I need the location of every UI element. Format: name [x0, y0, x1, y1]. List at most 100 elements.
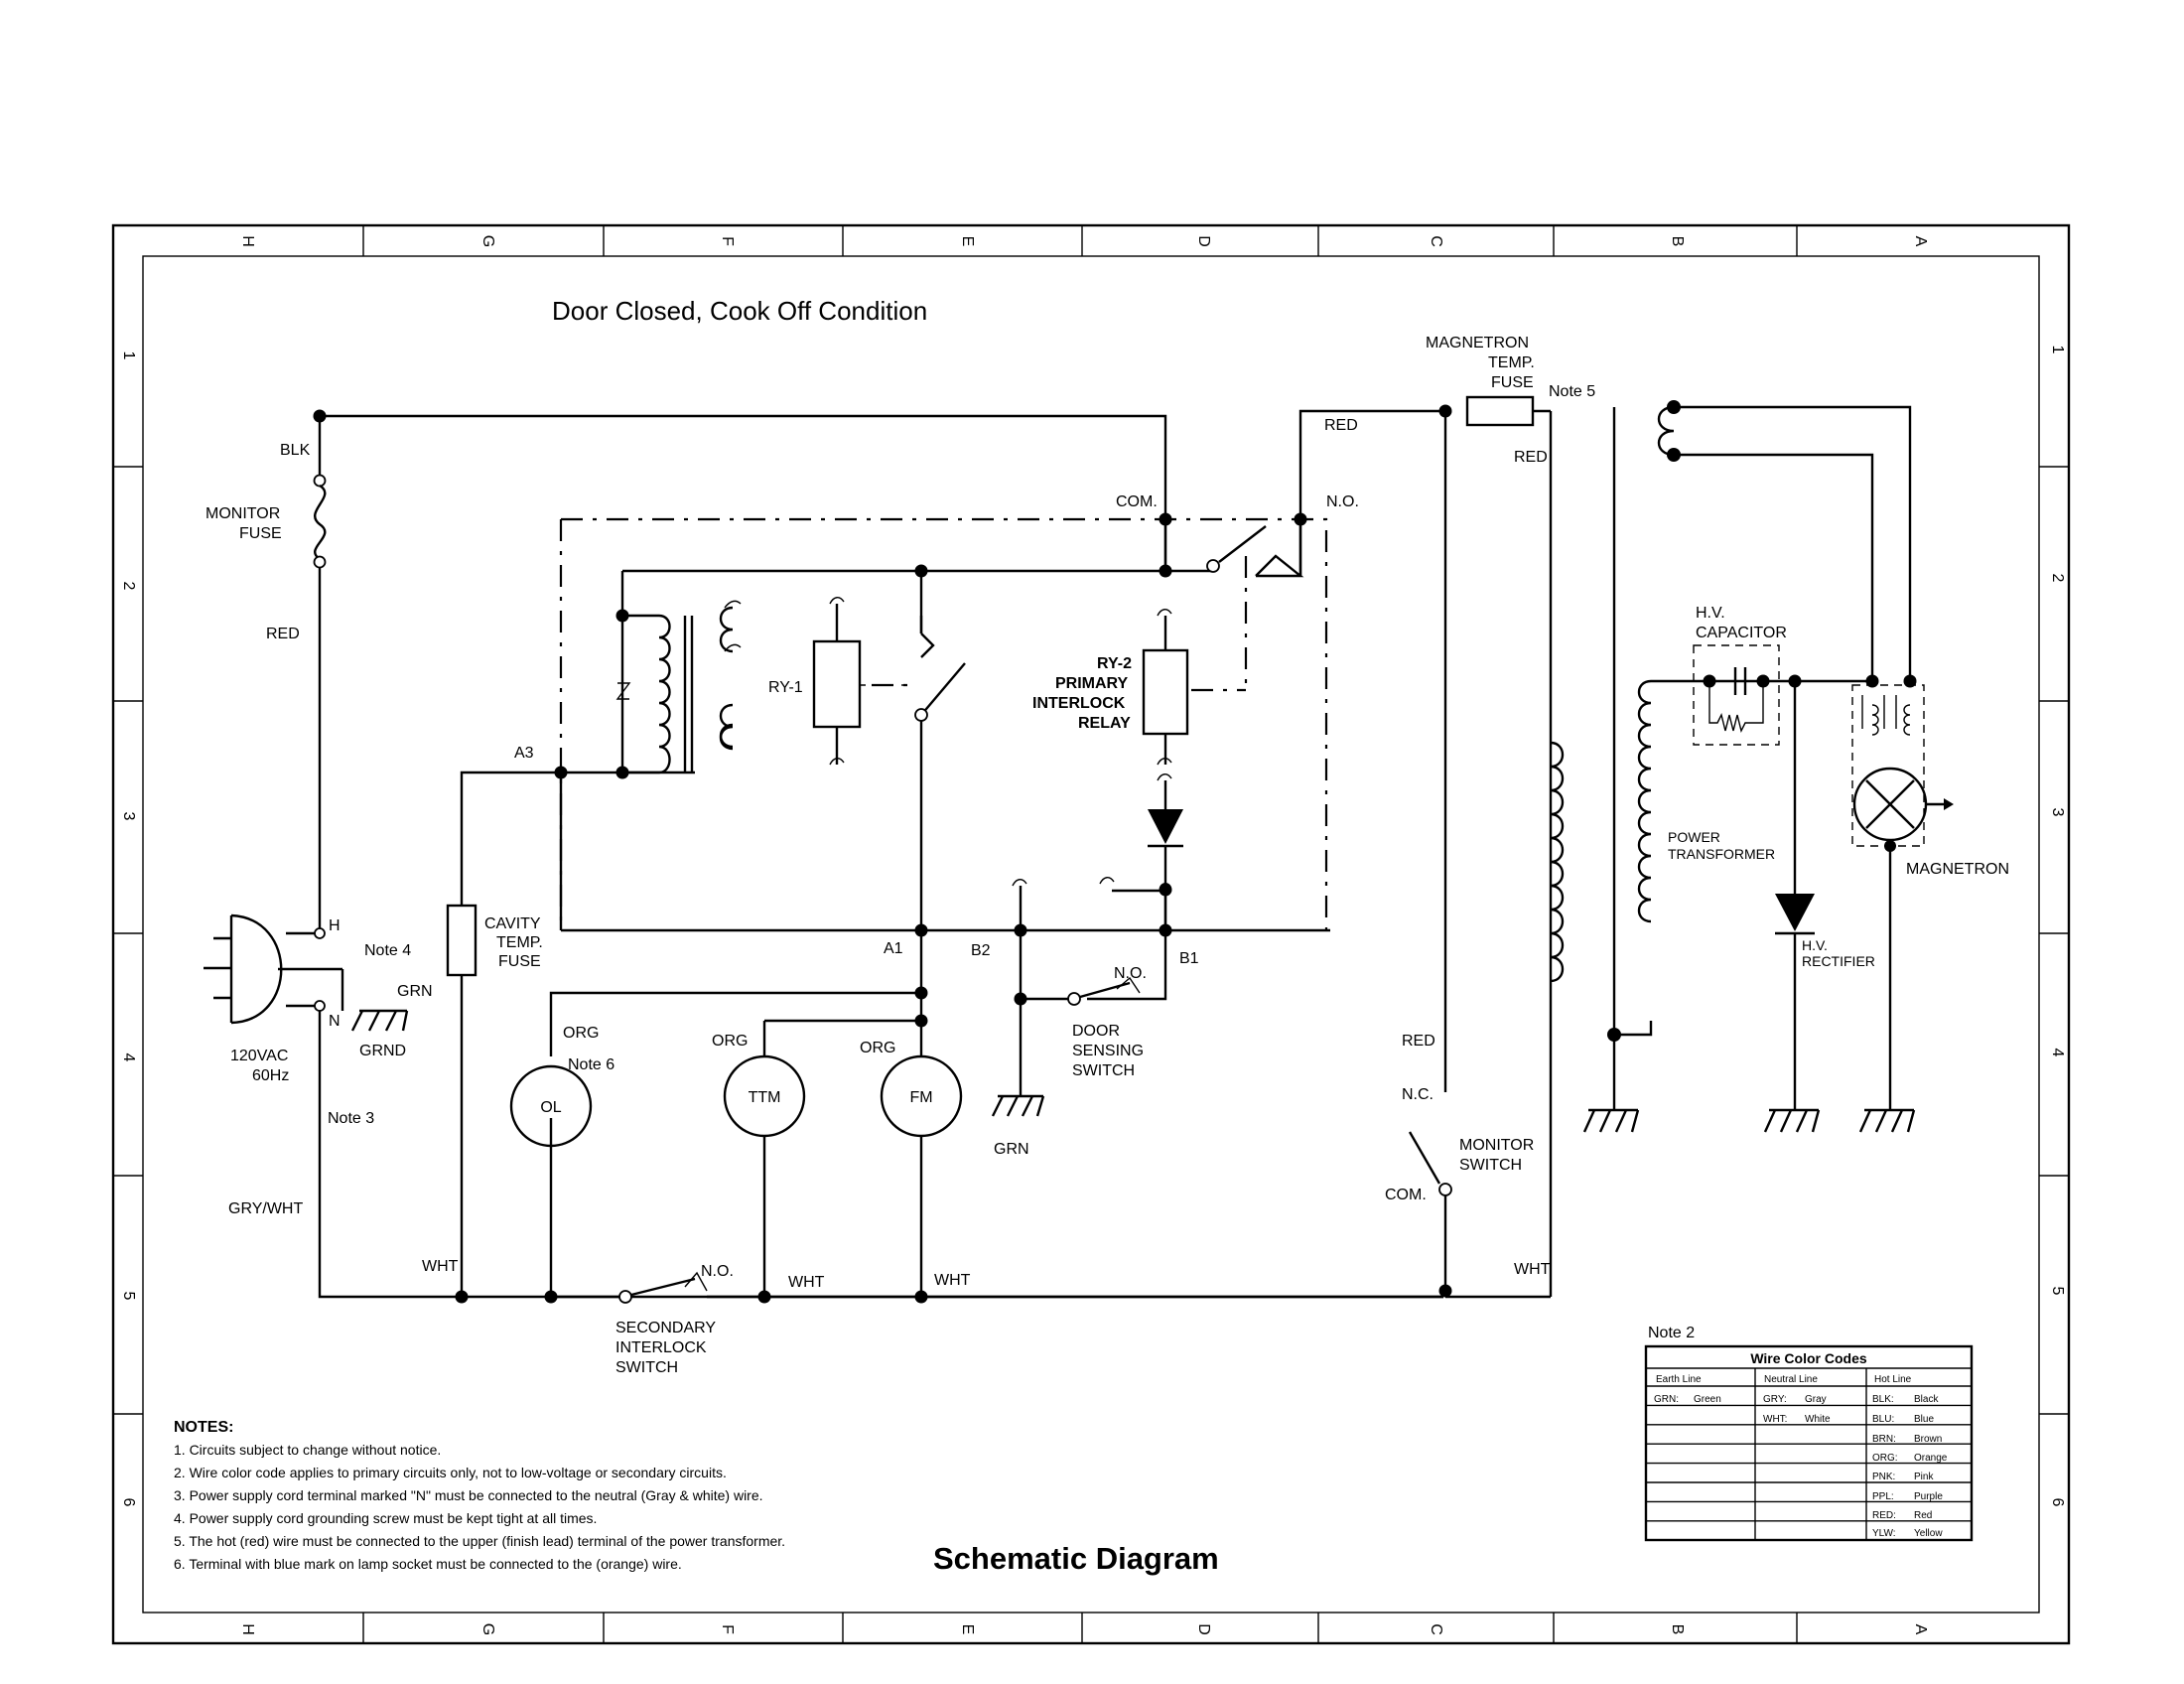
terminal-label: B2 [971, 942, 991, 959]
terminal-label: A3 [514, 745, 534, 762]
wire-label: WHT [1514, 1261, 1551, 1278]
component-label: DOOR [1072, 1023, 1120, 1040]
note-ref: Note 5 [1549, 383, 1595, 400]
relay-board-outline [559, 517, 1328, 930]
note-ref: Note 3 [328, 1110, 374, 1127]
diagram-title: Door Closed, Cook Off Condition [552, 296, 927, 326]
monitor-switch [1408, 1131, 1452, 1196]
turntable-motor-ttm [723, 1054, 806, 1138]
component-label: TEMP. [496, 934, 543, 951]
component-label: SENSING [1072, 1043, 1144, 1059]
wire-label: GRN [397, 983, 433, 1000]
table-cell: Black [1914, 1394, 1939, 1405]
ground-icon [1858, 1108, 1916, 1133]
component-label: H.V. [1802, 937, 1828, 953]
table-cell: RED: [1872, 1510, 1896, 1521]
table-cell: GRY: [1763, 1394, 1787, 1405]
ry2-contact-switch [1206, 525, 1304, 578]
row-label: 5 [2049, 1287, 2066, 1296]
note-item: 6. Terminal with blue mark on lamp socke… [174, 1556, 682, 1572]
table-cell: PNK: [1872, 1472, 1895, 1482]
table-cell: GRN: [1654, 1394, 1679, 1405]
component-label: CAPACITOR [1696, 625, 1787, 641]
col-label: F [719, 1624, 736, 1634]
supply-label: 60Hz [252, 1067, 289, 1084]
terminal-label: B1 [1179, 950, 1199, 967]
motor-label: OL [540, 1099, 561, 1116]
component-label: FUSE [498, 953, 541, 970]
component-label: MONITOR [205, 505, 280, 522]
row-label: 3 [2049, 808, 2066, 817]
supply-label: 120VAC [230, 1048, 288, 1064]
wire-label: RED [266, 626, 300, 642]
terminal-label: N.O. [701, 1263, 734, 1280]
wire-label: ORG [563, 1025, 599, 1042]
col-label: F [719, 236, 736, 246]
component-label: SECONDARY [615, 1320, 716, 1336]
table-cell: Blue [1914, 1414, 1934, 1425]
table-cell: Purple [1914, 1491, 1943, 1502]
wire-label: WHT [788, 1274, 825, 1291]
component-label: TRANSFORMER [1668, 846, 1775, 862]
table-cell: WHT: [1763, 1414, 1787, 1425]
row-label: 6 [120, 1498, 137, 1507]
component-label: MONITOR [1459, 1137, 1534, 1154]
col-label: H [239, 1623, 256, 1635]
row-labels-right: 1 2 3 4 5 6 [2049, 346, 2066, 1507]
note-item: 4. Power supply cord grounding screw mus… [174, 1510, 597, 1526]
component-label: SWITCH [615, 1359, 678, 1376]
wire-label: GRN [994, 1141, 1029, 1158]
row-label: 1 [2049, 346, 2066, 354]
power-transformer-primary [1550, 741, 1565, 983]
cavity-temp-fuse-symbol [446, 904, 478, 977]
motor-label: TTM [749, 1089, 781, 1106]
table-cell: Gray [1805, 1394, 1827, 1405]
fan-motor-fm [880, 1054, 963, 1138]
high-voltage-section [1607, 400, 1954, 1110]
wire-label: RED [1324, 417, 1358, 434]
table-header: Neutral Line [1764, 1374, 1818, 1385]
ground-icon [1763, 1108, 1821, 1133]
row-labels-left: 1 2 3 4 5 6 [120, 351, 137, 1507]
drawing-frame [111, 223, 2071, 1645]
secondary-interlock-switch [551, 1271, 1443, 1304]
table-cell: ORG: [1872, 1453, 1898, 1464]
monitor-fuse-symbol [313, 474, 327, 569]
table-cell: Orange [1914, 1453, 1948, 1464]
table-cell: BRN: [1872, 1434, 1896, 1445]
component-label: H.V. [1696, 605, 1725, 622]
col-label: A [1912, 1624, 1929, 1635]
terminal-label: H [329, 917, 341, 934]
col-label: G [479, 1623, 496, 1635]
motor-label: FM [909, 1089, 932, 1106]
board-transformer-symbol [615, 600, 742, 774]
ground-icon [991, 1094, 1045, 1117]
terminal-label: A1 [884, 940, 903, 957]
table-header: Earth Line [1656, 1374, 1702, 1385]
component-label: MAGNETRON [1426, 335, 1529, 351]
wire-label: WHT [934, 1272, 971, 1289]
wire-label: RED [1402, 1033, 1435, 1050]
terminal-label: COM. [1385, 1187, 1427, 1203]
note-item: 1. Circuits subject to change without no… [174, 1442, 441, 1458]
table-cell: Yellow [1914, 1528, 1943, 1539]
ground-icon [350, 1009, 409, 1032]
col-label: H [239, 235, 256, 247]
table-cell: BLK: [1872, 1394, 1894, 1405]
wire-color-table: Wire Color Codes Earth Line Neutral Line… [1644, 1344, 1974, 1542]
table-cell: PPL: [1872, 1491, 1894, 1502]
col-label: E [959, 1624, 976, 1635]
door-sensing-switch [1067, 976, 1141, 1006]
junction-dots [313, 404, 1452, 1304]
terminal-label: COM. [1116, 493, 1158, 510]
component-label: RECTIFIER [1802, 953, 1875, 969]
row-label: 5 [120, 1292, 137, 1301]
component-label: CAVITY [484, 915, 541, 932]
component-label: INTERLOCK [1032, 695, 1126, 712]
magnetron-temp-fuse-symbol [1465, 395, 1535, 427]
terminal-label: N [329, 1013, 341, 1030]
row-label: 1 [120, 351, 137, 360]
table-cell: Red [1914, 1510, 1932, 1521]
wire-label: GRND [359, 1043, 406, 1059]
wire-label: RED [1514, 449, 1548, 466]
